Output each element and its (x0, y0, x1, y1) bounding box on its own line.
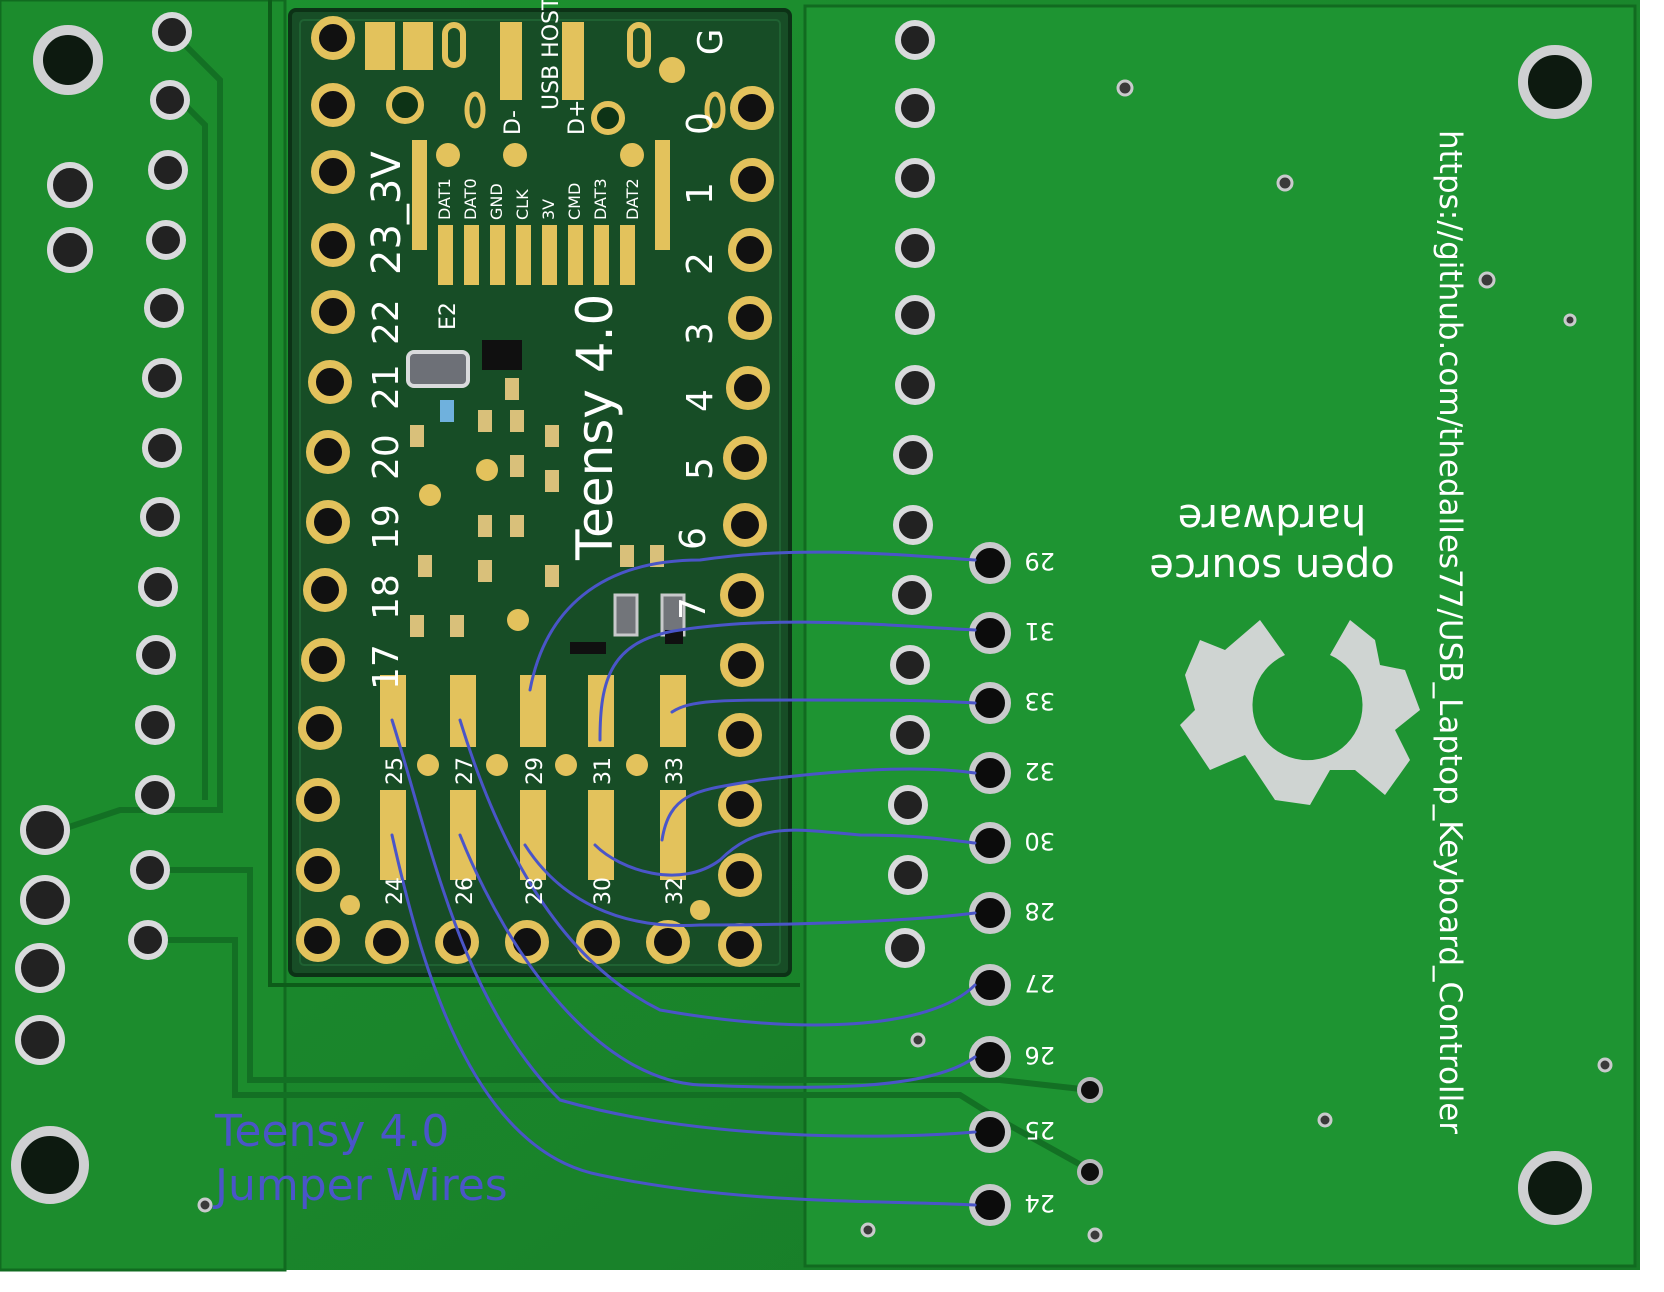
teensy-right-pins (718, 86, 774, 967)
pad-label-30: 30 (591, 877, 616, 905)
wire-25 (390, 718, 977, 1138)
right-header-pins (885, 20, 935, 968)
usb-pad (562, 22, 584, 100)
pin-label-1: 1 (680, 182, 721, 205)
usb-pad (365, 22, 395, 70)
left-header-pins (15, 12, 192, 1065)
jumper-wires (390, 550, 977, 1207)
usb-pad (500, 22, 522, 100)
vias (197, 79, 1613, 1243)
usb-dplus-label: D+ (565, 100, 590, 135)
teensy-left-pins (296, 16, 355, 962)
left-board-section (0, 0, 287, 1272)
sd-label-dat1: DAT1 (435, 178, 454, 220)
pin-label-0: 0 (680, 112, 721, 135)
repository-url: https://github.com/thedalles77/USB_Lapto… (1432, 130, 1468, 1134)
pad-label-29: 29 (523, 757, 548, 785)
pin-label-2: 2 (680, 252, 721, 275)
usb-dminus-label: D- (501, 110, 526, 135)
header-label-27: 27 (1024, 969, 1055, 997)
header-label-26: 26 (1024, 1041, 1055, 1069)
oshw-text-line1: open source (1149, 545, 1394, 591)
pad-label-25: 25 (383, 757, 408, 785)
sd-card-pads (412, 140, 670, 285)
pin-label-21: 21 (366, 364, 407, 410)
header-label-24: 24 (1024, 1189, 1055, 1217)
pin-label-17: 17 (366, 644, 407, 690)
pad-label-24: 24 (383, 877, 408, 905)
pin-label-6: 6 (673, 527, 714, 550)
pad-label-33: 33 (663, 757, 688, 785)
header-label-31: 31 (1024, 617, 1055, 645)
voltage-label: 23_3V (364, 151, 410, 275)
header-label-32: 32 (1024, 757, 1055, 785)
wire-28 (523, 843, 977, 928)
wire-26 (458, 833, 977, 1089)
oshw-text-line2: hardware (1178, 495, 1366, 541)
header-label-33: 33 (1024, 687, 1055, 715)
header-label-28: 28 (1024, 897, 1055, 925)
wire-27 (458, 718, 977, 1027)
sd-label-dat2: DAT2 (623, 178, 642, 220)
pad-label-27: 27 (453, 757, 478, 785)
pad-label-28: 28 (523, 877, 548, 905)
sd-label-dat0: DAT0 (461, 178, 480, 220)
wire-32 (660, 767, 977, 842)
pin-label-4: 4 (680, 389, 721, 412)
oshw-logo (1180, 620, 1420, 805)
pad-label-26: 26 (453, 877, 478, 905)
caption-line1: Teensy 4.0 (215, 1106, 450, 1157)
wire-29 (528, 550, 977, 692)
header-label-29: 29 (1024, 547, 1055, 575)
caption-line2: Jumper Wires (215, 1160, 508, 1211)
wire-31 (598, 620, 977, 742)
wire-24 (390, 833, 977, 1207)
e2-label: E2 (436, 302, 461, 330)
sd-label-dat3: DAT3 (591, 178, 610, 220)
header-label-25: 25 (1024, 1116, 1055, 1144)
sd-label-cmd: CMD (565, 183, 584, 220)
pin-label-19: 19 (366, 504, 407, 550)
sd-label-clk: CLK (513, 189, 532, 220)
header-label-30: 30 (1024, 827, 1055, 855)
pin-label-22: 22 (366, 299, 407, 345)
usb-host-label: USB HOST (539, 0, 564, 110)
teensy-model-label: Teensy 4.0 (566, 294, 624, 561)
teensy-bottom-pads (380, 675, 686, 880)
sd-label-gnd: GND (487, 183, 506, 220)
pin-label-3: 3 (680, 322, 721, 345)
wire-33 (670, 698, 977, 714)
pad-label-31: 31 (591, 757, 616, 785)
sd-label-3v: 3V (539, 199, 558, 220)
mounting-holes (11, 25, 1592, 1225)
pin-label-20: 20 (366, 434, 407, 480)
pin-label-7: 7 (673, 597, 714, 620)
right-board-section (803, 4, 1637, 1268)
ground-label: G (691, 29, 731, 55)
pin-label-18: 18 (366, 574, 407, 620)
pad-label-32: 32 (663, 877, 688, 905)
usb-pad (403, 22, 433, 70)
pin-label-5: 5 (680, 457, 721, 480)
wire-30 (593, 828, 977, 877)
smd-components (406, 340, 686, 654)
